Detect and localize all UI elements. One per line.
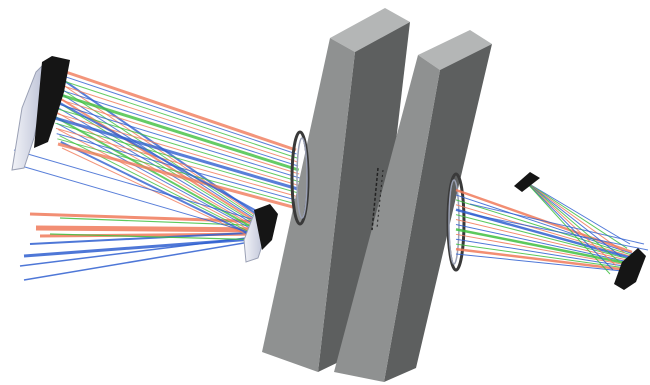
light-ray [455,208,633,260]
light-ray [455,238,633,268]
light-ray [60,140,263,242]
light-ray [58,129,263,237]
light-ray [455,199,633,256]
light-ray [469,213,649,251]
light-ray [455,243,633,270]
light-ray [525,181,628,249]
light-ray [455,253,633,273]
light-ray [39,91,263,215]
light-ray [53,107,301,183]
light-ray [29,231,269,245]
light-ray [29,212,271,224]
light-ray [51,96,300,175]
light-ray [55,116,263,234]
light-ray [50,91,263,227]
light-ray [55,122,303,195]
light-ray [51,98,263,228]
light-ray [455,194,633,255]
light-ray [455,233,633,267]
light-ray [45,67,263,219]
small-fold-mirror [514,172,540,192]
focus-mirror-right [614,248,646,290]
beam-splitter-block-left [262,8,410,372]
ray-bundle [13,64,305,281]
light-ray [17,164,263,237]
light-ray [55,127,303,199]
light-ray [35,225,271,233]
lens-ring-right [446,172,466,272]
light-ray [49,81,298,163]
light-ray [525,181,619,262]
light-ray [469,203,645,245]
concave-mirror-left [11,56,70,171]
beam-path-marker [371,167,384,231]
light-ray [52,101,300,179]
light-ray [19,235,263,267]
light-ray [525,181,611,275]
flat-mirror-center [243,204,278,263]
light-ray [525,181,617,266]
ray-bundle-right [455,181,649,275]
light-ray [53,112,301,187]
light-ray [47,64,297,152]
light-ray [54,116,302,192]
light-ray [455,247,633,272]
light-ray [57,138,304,207]
light-ray [455,214,633,261]
light-ray [56,122,263,236]
light-ray [50,90,300,172]
light-ray [23,239,263,281]
light-ray [525,181,622,258]
light-ray [53,104,263,230]
light-ray [13,149,263,223]
light-ray [50,86,299,167]
light-ray [455,223,633,264]
light-ray [57,142,305,212]
light-ray [49,233,271,241]
light-ray [525,181,625,253]
light-ray [525,181,614,271]
light-ray [455,228,633,266]
light-ray [49,75,298,159]
lens-ring-left [290,130,310,226]
light-ray [455,219,633,262]
light-ray [48,70,297,155]
light-ray [525,181,631,245]
beam-splitter-block-right [334,30,492,382]
